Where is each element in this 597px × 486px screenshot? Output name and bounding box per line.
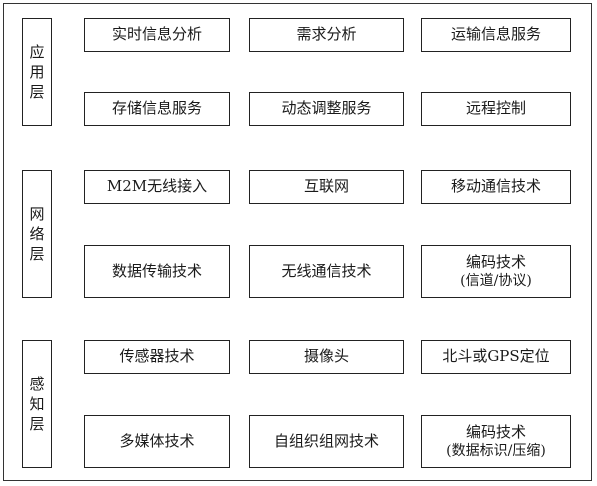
box-m2m-wireless-access: M2M无线接入 (84, 170, 230, 204)
box-internet: 互联网 (249, 170, 404, 204)
box-realtime-info-analysis: 实时信息分析 (84, 18, 230, 52)
layer-label-text: 网络层 (29, 204, 45, 264)
box-transport-info-service: 运输信息服务 (421, 18, 571, 52)
box-data-transmission-tech: 数据传输技术 (84, 245, 230, 298)
layer-label-network: 网络层 (22, 170, 52, 298)
box-beidou-gps-positioning: 北斗或GPS定位 (421, 340, 571, 374)
diagram-frame (3, 3, 592, 481)
box-subtitle: (数据标识/压缩) (446, 443, 546, 460)
box-storage-info-service: 存储信息服务 (84, 92, 230, 126)
box-demand-analysis: 需求分析 (249, 18, 404, 52)
box-self-organizing-network-tech: 自组织组网技术 (249, 415, 404, 468)
box-encoding-tech-perception: 编码技术 (数据标识/压缩) (421, 415, 571, 468)
layer-label-perception: 感知层 (22, 340, 52, 468)
layer-label-text: 感知层 (29, 374, 45, 434)
layer-label-text: 应用层 (29, 42, 45, 102)
box-sensor-tech: 传感器技术 (84, 340, 230, 374)
box-subtitle: (信道/协议) (460, 273, 532, 290)
box-wireless-comm-tech: 无线通信技术 (249, 245, 404, 298)
box-multimedia-tech: 多媒体技术 (84, 415, 230, 468)
layer-label-application: 应用层 (22, 18, 52, 126)
box-encoding-tech-network: 编码技术 (信道/协议) (421, 245, 571, 298)
box-camera: 摄像头 (249, 340, 404, 374)
box-dynamic-adjust-service: 动态调整服务 (249, 92, 404, 126)
box-remote-control: 远程控制 (421, 92, 571, 126)
box-mobile-comm-tech: 移动通信技术 (421, 170, 571, 204)
